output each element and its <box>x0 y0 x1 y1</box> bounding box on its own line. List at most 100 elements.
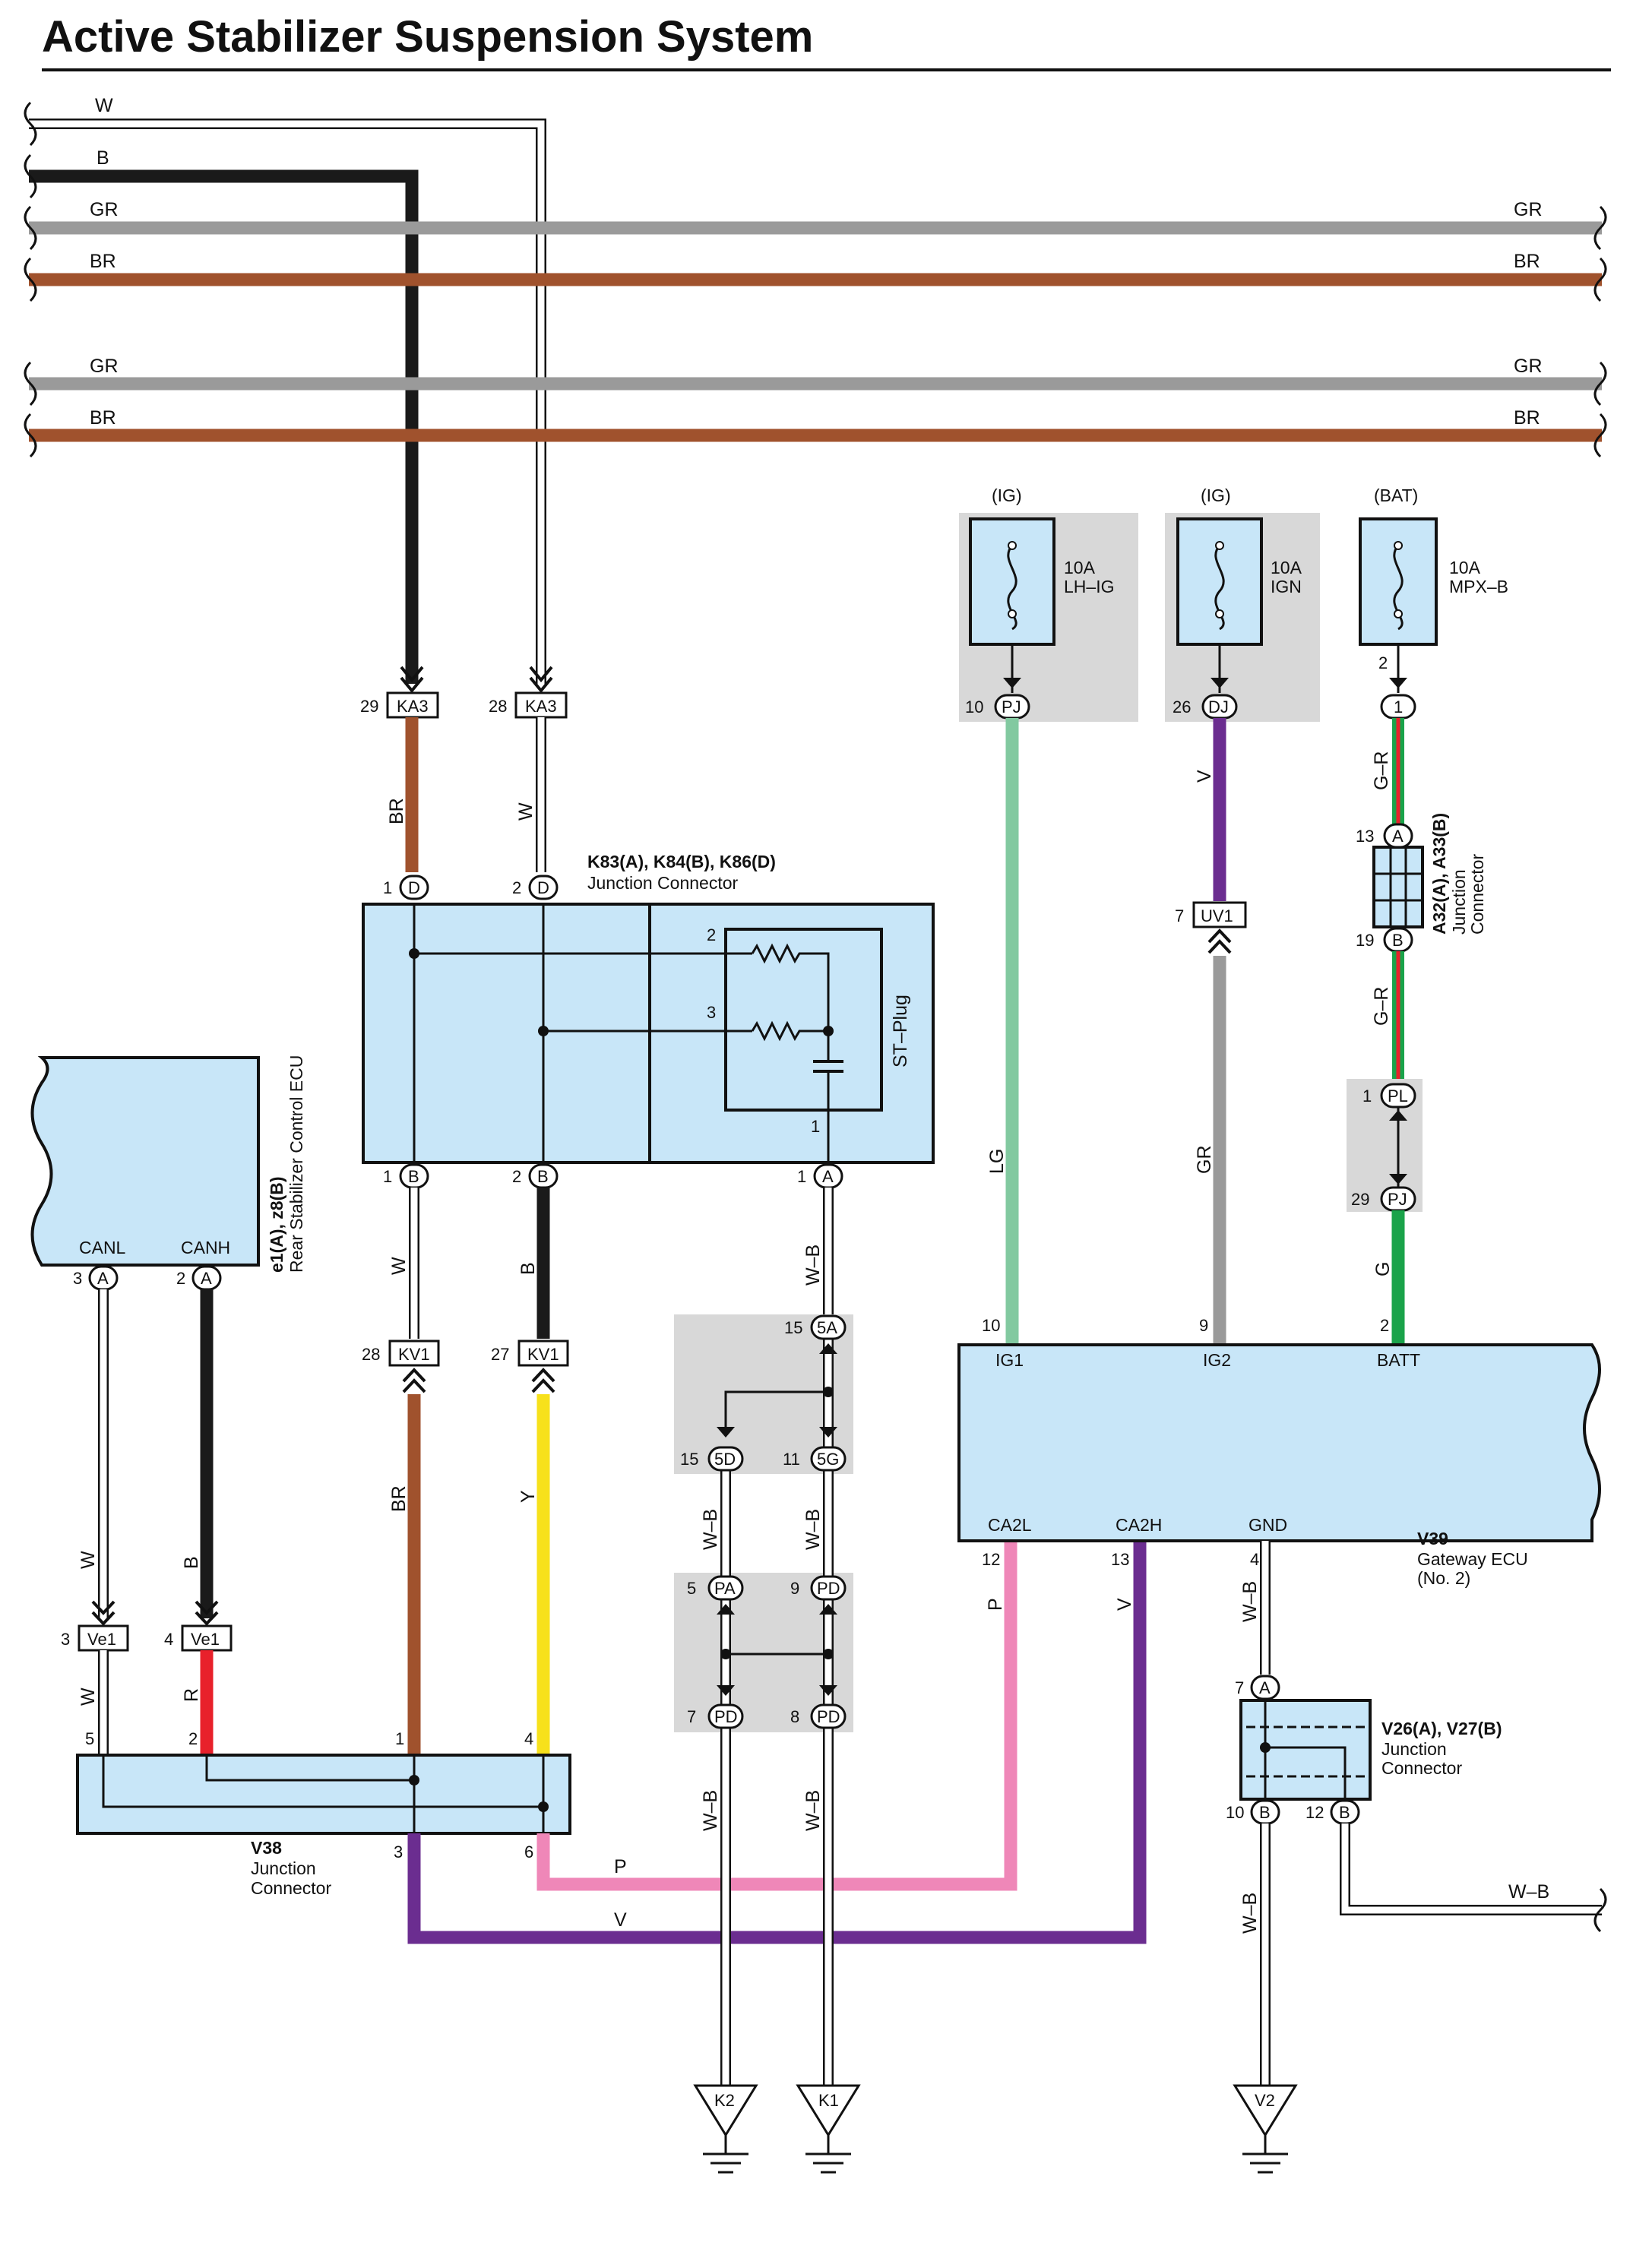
wire-wb-right <box>1341 1823 1602 1914</box>
label-br-kv1: BR <box>388 1485 410 1512</box>
pin-k83-a1: A 1 <box>797 1163 843 1189</box>
svg-text:2: 2 <box>176 1269 185 1288</box>
ground-k1: K1 <box>796 2084 861 2174</box>
svg-text:PL: PL <box>1388 1086 1408 1105</box>
svg-text:3: 3 <box>61 1630 70 1649</box>
label-b-b2: B <box>517 1262 539 1275</box>
ecu-name: Rear Stabilizer Control ECU <box>286 1055 306 1273</box>
svg-text:4: 4 <box>524 1729 533 1748</box>
svg-text:7: 7 <box>1235 1678 1244 1697</box>
v26-name-2: Connector <box>1381 1758 1462 1778</box>
svg-text:19: 19 <box>1356 931 1374 950</box>
svg-text:Ve1: Ve1 <box>191 1630 220 1649</box>
label-wb-8pd: W–B <box>802 1790 824 1831</box>
label-g: G <box>1372 1262 1394 1276</box>
pin-v26-7: A 7 <box>1235 1675 1280 1700</box>
svg-text:KV1: KV1 <box>398 1345 430 1364</box>
gw-pin-ig2: 9 <box>1199 1316 1208 1335</box>
label-wb-gnd: W–B <box>1239 1581 1261 1622</box>
pin-ecu-2: A 2 <box>176 1265 222 1291</box>
svg-text:V2: V2 <box>1255 2091 1275 2110</box>
svg-text:B: B <box>1392 931 1404 950</box>
svg-text:1: 1 <box>1394 697 1403 716</box>
svg-text:K2: K2 <box>714 2091 735 2110</box>
svg-text:2: 2 <box>512 1167 521 1186</box>
pin-5g: 5G 11 <box>783 1427 847 1472</box>
a32-code: A32(A), A33(B) <box>1429 813 1449 935</box>
svg-text:6: 6 <box>524 1842 533 1861</box>
label-top-gr2-l: GR <box>90 356 119 377</box>
label-top-br1-r: BR <box>1514 251 1540 272</box>
st-plug-pin-2: 2 <box>707 925 716 944</box>
svg-text:PJ: PJ <box>1002 697 1021 716</box>
pin-5d: 5D 15 <box>680 1427 744 1472</box>
svg-text:13: 13 <box>1356 827 1374 846</box>
svg-text:8: 8 <box>790 1707 799 1726</box>
fuse-lh-ig: (IG) 10A LH–IG <box>969 486 1114 646</box>
v38-name-1: Junction <box>251 1858 316 1878</box>
pin-pa: PA 5 <box>687 1575 744 1615</box>
svg-text:Ve1: Ve1 <box>87 1630 116 1649</box>
svg-text:(BAT): (BAT) <box>1374 486 1418 505</box>
v26-name-1: Junction <box>1381 1739 1447 1759</box>
ground-v2: V2 <box>1233 2084 1298 2174</box>
k83-code: K83(A), K84(B), K86(D) <box>587 852 776 871</box>
svg-text:1: 1 <box>383 878 392 897</box>
svg-text:15: 15 <box>680 1450 698 1469</box>
gw-pin-ig1: 10 <box>982 1316 1000 1335</box>
a32-junction-connector <box>1372 846 1424 928</box>
label-gr-b: G–R <box>1371 987 1392 1026</box>
pin-pd-7: PD 7 <box>687 1685 744 1729</box>
svg-text:5: 5 <box>85 1729 94 1748</box>
svg-text:A: A <box>822 1167 834 1186</box>
label-wb-7pd: W–B <box>700 1790 721 1831</box>
a32-name-1: Junction <box>1449 869 1469 935</box>
svg-text:29: 29 <box>360 697 378 716</box>
connector-ka3-29: KA3 29 <box>360 666 439 719</box>
svg-text:7: 7 <box>687 1707 696 1726</box>
fuse-ign: (IG) 10A IGN <box>1176 486 1302 646</box>
label-top-w: W <box>95 95 113 116</box>
svg-text:CA2H: CA2H <box>1116 1515 1162 1535</box>
ecu-code: e1(A), z8(B) <box>267 1176 286 1273</box>
pin-ecu-3: A 3 <box>73 1265 119 1291</box>
svg-text:B: B <box>408 1167 419 1186</box>
page-title: Active Stabilizer Suspension System <box>42 12 813 62</box>
ecu-canh: CANH <box>181 1238 230 1257</box>
gw-pin-ca2h: 13 <box>1111 1550 1129 1569</box>
label-top-gr1-r: GR <box>1514 199 1543 220</box>
pin-pd-9: PD 9 <box>790 1575 847 1615</box>
svg-text:D: D <box>408 878 420 897</box>
pin-pj-29: PJ 29 <box>1351 1186 1416 1212</box>
svg-text:KA3: KA3 <box>397 697 429 716</box>
label-w-b1: W <box>388 1257 410 1275</box>
label-w-ve1: W <box>78 1687 99 1706</box>
v38-name-2: Connector <box>251 1878 331 1898</box>
label-wb-5g: W–B <box>802 1509 824 1550</box>
svg-text:(IG): (IG) <box>992 486 1022 505</box>
label-br-ka3: BR <box>386 798 407 824</box>
pin-v26-10: B 10 <box>1226 1799 1280 1825</box>
svg-text:7: 7 <box>1175 906 1184 925</box>
svg-text:BATT: BATT <box>1377 1350 1420 1370</box>
svg-text:A: A <box>201 1269 212 1288</box>
top-bus-wires <box>29 119 1602 684</box>
label-top-b: B <box>97 147 109 169</box>
svg-text:11: 11 <box>783 1450 800 1469</box>
svg-text:B: B <box>1259 1803 1271 1822</box>
svg-text:1: 1 <box>383 1167 392 1186</box>
svg-text:PD: PD <box>817 1579 840 1598</box>
svg-text:A: A <box>1259 1678 1271 1697</box>
svg-text:1: 1 <box>797 1167 806 1186</box>
svg-text:B: B <box>537 1167 549 1186</box>
pin-k83-b2: B 2 <box>512 1163 559 1189</box>
label-p-bottom: P <box>614 1856 627 1877</box>
label-wb-right: W–B <box>1508 1881 1549 1902</box>
v38-code: V38 <box>251 1838 282 1858</box>
svg-text:5G: 5G <box>817 1450 839 1469</box>
label-v-ca2h: V <box>1114 1598 1135 1611</box>
label-w-ka3: W <box>515 802 536 821</box>
svg-text:27: 27 <box>491 1345 509 1364</box>
svg-text:10A: 10A <box>1271 558 1302 577</box>
gateway-name-2: (No. 2) <box>1417 1568 1470 1588</box>
